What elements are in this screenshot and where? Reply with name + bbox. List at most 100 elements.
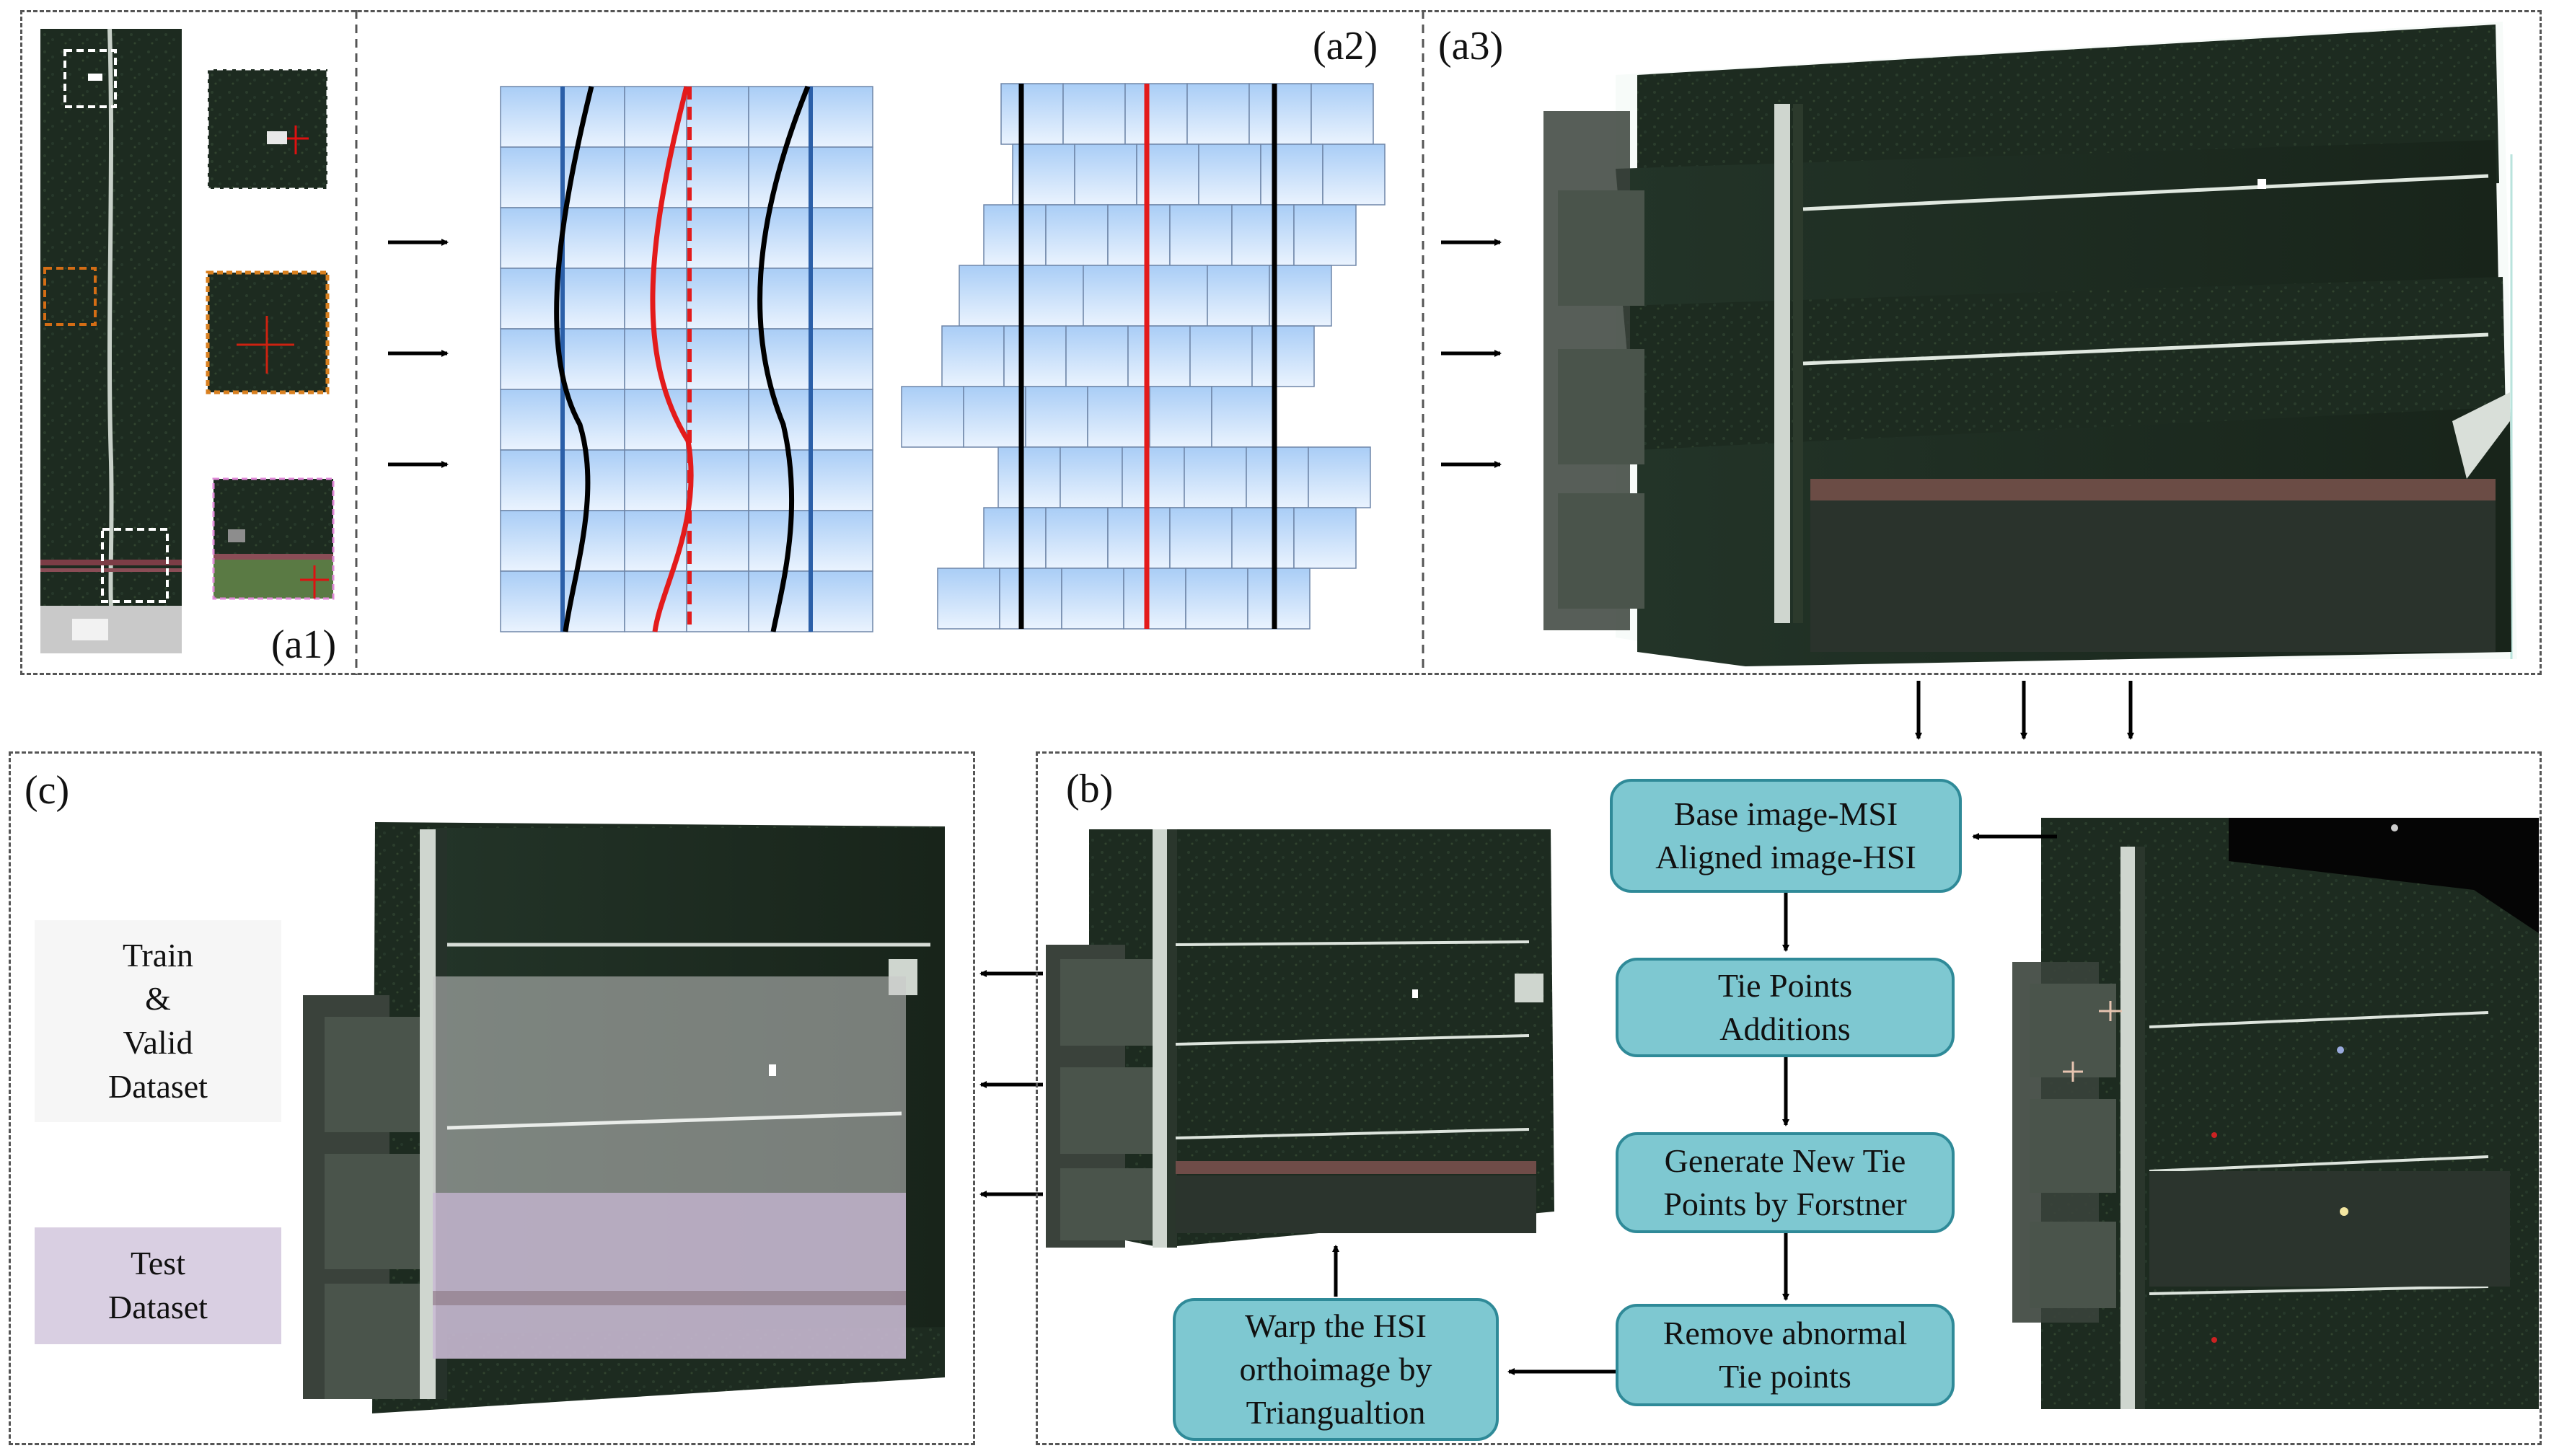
b-warped-hsi-orthoimage [1046, 829, 1554, 1248]
tile [686, 449, 749, 511]
a1-strip-image [40, 28, 182, 653]
a3-arrows-left [1441, 239, 1502, 468]
tile [1045, 204, 1109, 266]
tile [937, 568, 1000, 630]
tile [1293, 204, 1357, 266]
flow-tie-points-additions-box: Tie Points Additions [1616, 958, 1955, 1057]
tile [1123, 568, 1186, 630]
tile [1000, 83, 1064, 145]
tile [1003, 325, 1067, 387]
a2-regular-tile-grid [500, 85, 873, 632]
tile [963, 386, 1026, 448]
tile [1211, 386, 1274, 448]
tile [1060, 446, 1123, 508]
tile [500, 510, 563, 572]
panel-a-separators [355, 10, 1424, 675]
a2-arrows-left [388, 239, 449, 468]
tile [1074, 144, 1137, 206]
tile [1169, 507, 1233, 569]
tile [748, 328, 811, 390]
panel-c [9, 751, 975, 1445]
tile [1169, 204, 1233, 266]
tile [686, 328, 749, 390]
tile [1246, 446, 1309, 508]
tile [500, 86, 563, 148]
tile [959, 265, 1022, 327]
panel-b [1036, 751, 2542, 1445]
tile [500, 268, 563, 330]
tile [810, 268, 873, 330]
tile [1025, 386, 1088, 448]
a2-shifted-tile-grid [901, 83, 1386, 630]
label-a1: (a1) [271, 622, 337, 667]
tile [624, 146, 687, 208]
tile [748, 449, 811, 511]
c-dataset-split-image [303, 822, 945, 1413]
tile [1269, 265, 1332, 327]
tile [1231, 204, 1295, 266]
tile [941, 325, 1005, 387]
flow-remove-abnormal-box: Remove abnormal Tie points [1616, 1304, 1955, 1406]
flow-warp-hsi-box: Warp the HSI orthoimage by Triangualtion [1173, 1298, 1499, 1441]
tile [562, 449, 625, 511]
tile [1127, 325, 1191, 387]
tile [686, 268, 749, 330]
tile [686, 389, 749, 451]
tile [983, 507, 1047, 569]
tile [500, 207, 563, 269]
black-curve [757, 85, 811, 632]
tile [1251, 325, 1315, 387]
tile [1247, 568, 1311, 630]
tile [1107, 204, 1171, 266]
tile [901, 386, 964, 448]
tile [1185, 568, 1248, 630]
tile [748, 207, 811, 269]
tile [1207, 265, 1270, 327]
tile [500, 328, 563, 390]
b-flow-connectors [1332, 833, 2057, 1375]
tile [1311, 83, 1374, 145]
tile [500, 389, 563, 451]
tile [500, 146, 563, 208]
tile [562, 268, 625, 330]
tile [1145, 265, 1208, 327]
tile [1065, 325, 1129, 387]
tile [1189, 325, 1253, 387]
tile [810, 510, 873, 572]
a1-zoom-orange [206, 270, 330, 394]
a1-zoom-white [206, 68, 329, 190]
tile [1260, 144, 1323, 206]
tile [1149, 386, 1212, 448]
tile [1062, 83, 1126, 145]
tile [500, 449, 563, 511]
tile [1248, 83, 1312, 145]
tile [686, 510, 749, 572]
tile [562, 389, 625, 451]
b-msi-base-image [2012, 818, 2539, 1409]
tile [562, 510, 625, 572]
tile [1184, 446, 1247, 508]
a3-stitched-orthoimage [1543, 22, 2517, 666]
tile [1322, 144, 1386, 206]
tile [686, 86, 749, 148]
tile [999, 568, 1062, 630]
train-valid-dataset-label: Train & Valid Dataset [35, 920, 281, 1122]
tile [624, 449, 687, 511]
tile [1231, 507, 1295, 569]
tile [562, 328, 625, 390]
tile [1122, 446, 1185, 508]
b-to-c-arrows [979, 970, 1043, 1198]
tile [983, 204, 1047, 266]
tile [1021, 265, 1084, 327]
label-a3: (a3) [1438, 24, 1504, 69]
tile [500, 570, 563, 632]
tile [1083, 265, 1146, 327]
label-b: (b) [1066, 767, 1114, 811]
test-dataset-label: Test Dataset [35, 1227, 281, 1344]
label-a2: (a2) [1313, 24, 1378, 69]
black-curve [554, 86, 594, 632]
red-curve [650, 86, 694, 632]
tile [1293, 507, 1357, 569]
tile [810, 570, 873, 632]
